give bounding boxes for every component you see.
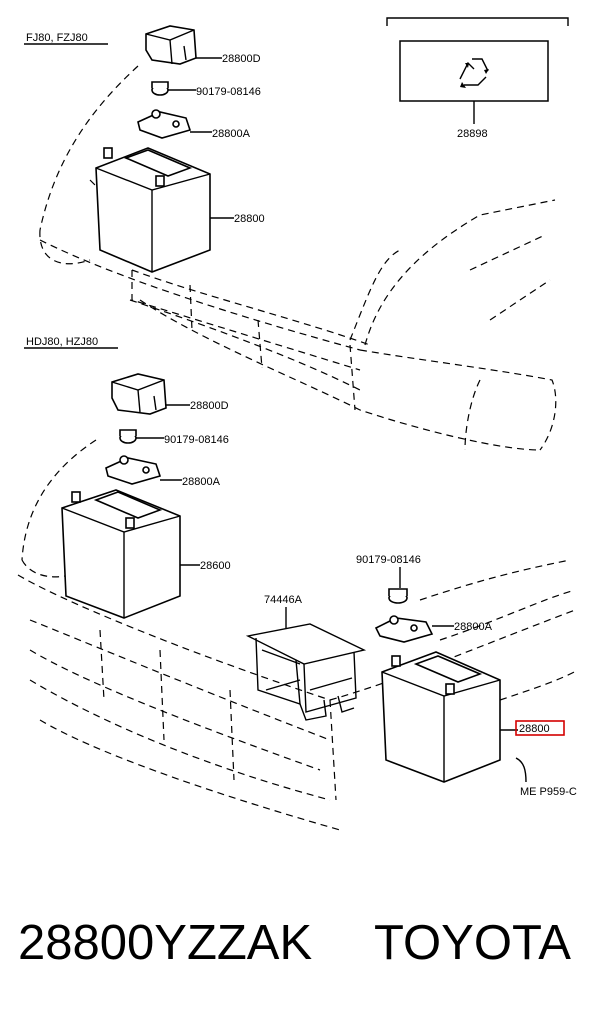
nut-bottom: 90179-08146 <box>119 429 229 446</box>
terminal-cover-top: 28800D <box>145 25 261 65</box>
section-header-bottom: HDJ80, HZJ80 <box>24 336 118 349</box>
nut-top: 90179-08146 <box>151 81 261 98</box>
battery-bottom-left: 28600 <box>61 489 231 619</box>
label-top-clamp: 28800A <box>212 128 251 140</box>
label-right-clamp: 28800A <box>454 621 493 633</box>
clamp-right: 28800A <box>374 615 493 643</box>
footer: 28800YZZAK TOYOTA <box>0 915 600 995</box>
label-carrier: 74446A <box>264 594 303 606</box>
battery-top: 28800 <box>95 147 265 273</box>
nut-right: 90179-08146 <box>356 554 421 604</box>
label-right-nut: 90179-08146 <box>356 554 421 566</box>
label-bottom-nut: 90179-08146 <box>164 434 229 446</box>
recycle-part-label: 28898 <box>457 128 488 140</box>
label-bottom-cover: 28800D <box>190 400 229 412</box>
recycle-icon <box>459 58 489 88</box>
reference-code: ME P959-C <box>515 757 577 798</box>
section-label-bottom: HDJ80, HZJ80 <box>26 336 98 348</box>
vehicle-body-outline-bottom <box>17 439 579 831</box>
clamp-top: 28800A <box>137 109 251 140</box>
label-right-battery: 28800 <box>519 723 550 735</box>
recycle-label-group: 28898 <box>386 17 569 140</box>
section-header-top: FJ80, FZJ80 <box>24 32 108 45</box>
label-top-cover: 28800D <box>222 53 261 65</box>
parts-diagram: FJ80, FZJ80 HDJ80, HZJ80 28898 <box>17 17 579 831</box>
label-top-nut: 90179-08146 <box>196 86 261 98</box>
battery-right: 28800 <box>381 651 565 783</box>
vehicle-body-outline-top <box>39 65 557 451</box>
label-bottom-battery-left: 28600 <box>200 560 231 572</box>
battery-carrier: 74446A <box>245 594 367 721</box>
terminal-cover-bottom: 28800D <box>111 373 229 415</box>
clamp-bottom: 28800A <box>105 455 221 488</box>
section-label-top: FJ80, FZJ80 <box>26 32 88 44</box>
label-bottom-clamp: 28800A <box>182 476 221 488</box>
highlight-box <box>515 720 565 736</box>
recycle-label-box <box>399 40 549 102</box>
label-top-battery: 28800 <box>234 213 265 225</box>
label-ref-code: ME P959-C <box>520 786 577 798</box>
part-number: 28800YZZAK <box>18 916 313 970</box>
brand-name: TOYOTA <box>374 916 571 970</box>
